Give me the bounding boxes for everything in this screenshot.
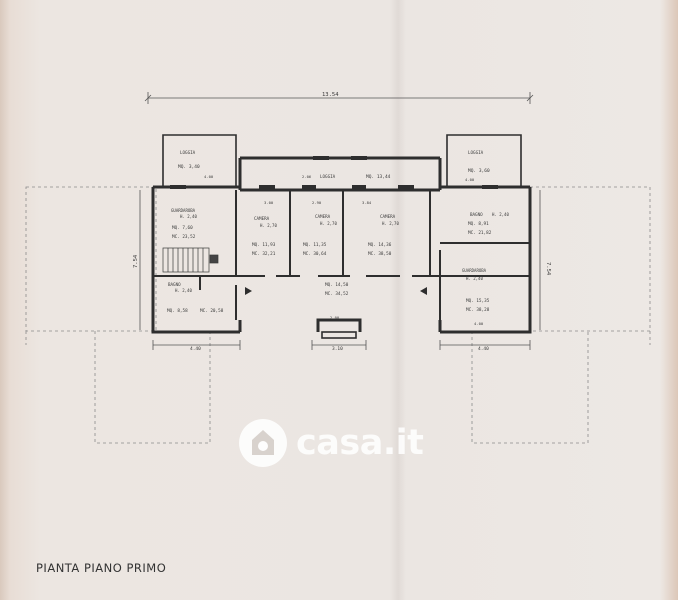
dim-bottom-mid: 3.10 bbox=[332, 346, 343, 352]
camera3-height: H. 2,70 bbox=[382, 221, 399, 226]
house-logo-icon bbox=[239, 419, 287, 467]
bagno-right-name: BAGNO bbox=[470, 212, 483, 217]
dim-bottom-right: 4.40 bbox=[478, 346, 489, 352]
bagno-left-area: MQ. 8,58 bbox=[167, 308, 188, 314]
side-dimension-lines bbox=[139, 190, 541, 330]
guardaroba-right-name: GUARDAROBA bbox=[462, 268, 487, 273]
windows bbox=[170, 156, 498, 189]
dim-206: 2.06 bbox=[302, 174, 312, 179]
overall-dimension: 13.54 bbox=[322, 92, 339, 98]
room-labels: LOGGIA MQ. 3,40 4.00 LOGGIA MQ. 3,60 4.0… bbox=[167, 150, 509, 326]
loggia-center-name: LOGGIA bbox=[320, 174, 336, 179]
camera3-name: CAMERA bbox=[380, 214, 396, 219]
disimpegno-volume: MC. 34,52 bbox=[325, 291, 349, 297]
loggia-left-area: MQ. 3,40 bbox=[178, 164, 200, 170]
bagno-right-height: H. 2,40 bbox=[492, 212, 509, 217]
right-height-dimension: 7.54 bbox=[545, 262, 551, 276]
entrance-arrows bbox=[245, 287, 427, 295]
watermark: casa.it bbox=[238, 418, 424, 468]
dim-400a: 4.00 bbox=[204, 174, 214, 179]
loggia-center-area: MQ. 13,44 bbox=[366, 174, 391, 180]
bagno-left-name: BAGNO bbox=[168, 282, 181, 287]
loggia-right-area: MQ. 3,60 bbox=[468, 168, 490, 174]
dim-384: 3.84 bbox=[362, 200, 372, 205]
camera1-name: CAMERA bbox=[254, 216, 270, 221]
guardaroba-right-height: H. 2,40 bbox=[466, 276, 483, 281]
guardaroba-left-height: H. 2,40 bbox=[180, 214, 197, 219]
camera2-area: MQ. 11,35 bbox=[303, 242, 327, 248]
bagno-left-volume: MC. 20,58 bbox=[200, 308, 224, 314]
dim-290: 2.90 bbox=[312, 200, 322, 205]
watermark-text: casa.it bbox=[296, 423, 424, 463]
camera3-area: MQ. 14,36 bbox=[368, 242, 392, 248]
camera2-height: H. 2,70 bbox=[320, 221, 337, 226]
camera1-volume: MC. 32,21 bbox=[252, 251, 276, 257]
outer-walls bbox=[151, 156, 532, 334]
bagno-right-volume: MC. 21,82 bbox=[468, 230, 492, 236]
camera1-height: H. 2,70 bbox=[260, 223, 277, 228]
dim-400c: 4.00 bbox=[474, 321, 484, 326]
interior-walls bbox=[153, 190, 530, 320]
camera2-volume: MC. 30,64 bbox=[303, 251, 327, 257]
staircase bbox=[162, 247, 219, 273]
guardaroba-left-volume: MC. 23,52 bbox=[172, 234, 196, 240]
camera2-name: CAMERA bbox=[315, 214, 331, 219]
guardaroba-right-area: MQ. 15,35 bbox=[466, 298, 490, 304]
disimpegno-area: MQ. 14,50 bbox=[325, 282, 349, 288]
dim-200: 2.00 bbox=[330, 315, 340, 320]
bagno-right-area: MQ. 8,91 bbox=[468, 221, 489, 227]
loggia-outlines bbox=[162, 134, 522, 339]
bagno-left-height: H. 2,40 bbox=[175, 288, 192, 293]
drawing-caption: PIANTA PIANO PRIMO bbox=[36, 561, 167, 575]
overall-dimension-line bbox=[144, 92, 534, 104]
left-height-dimension: 7.54 bbox=[133, 254, 139, 268]
dim-300: 3.00 bbox=[264, 200, 274, 205]
dim-400b: 4.00 bbox=[465, 177, 475, 182]
dim-bottom-left: 4.40 bbox=[190, 346, 201, 352]
camera3-volume: MC. 38,50 bbox=[368, 251, 392, 257]
guardaroba-right-volume: MC. 38,28 bbox=[466, 307, 490, 313]
loggia-left-name: LOGGIA bbox=[180, 150, 196, 155]
guardaroba-left-area: MQ. 7,60 bbox=[172, 225, 193, 231]
guardaroba-left-name: GUARDAROBA bbox=[171, 208, 196, 213]
camera1-area: MQ. 11,93 bbox=[252, 242, 276, 248]
loggia-right-name: LOGGIA bbox=[468, 150, 484, 155]
bottom-dimension-lines bbox=[152, 340, 531, 350]
